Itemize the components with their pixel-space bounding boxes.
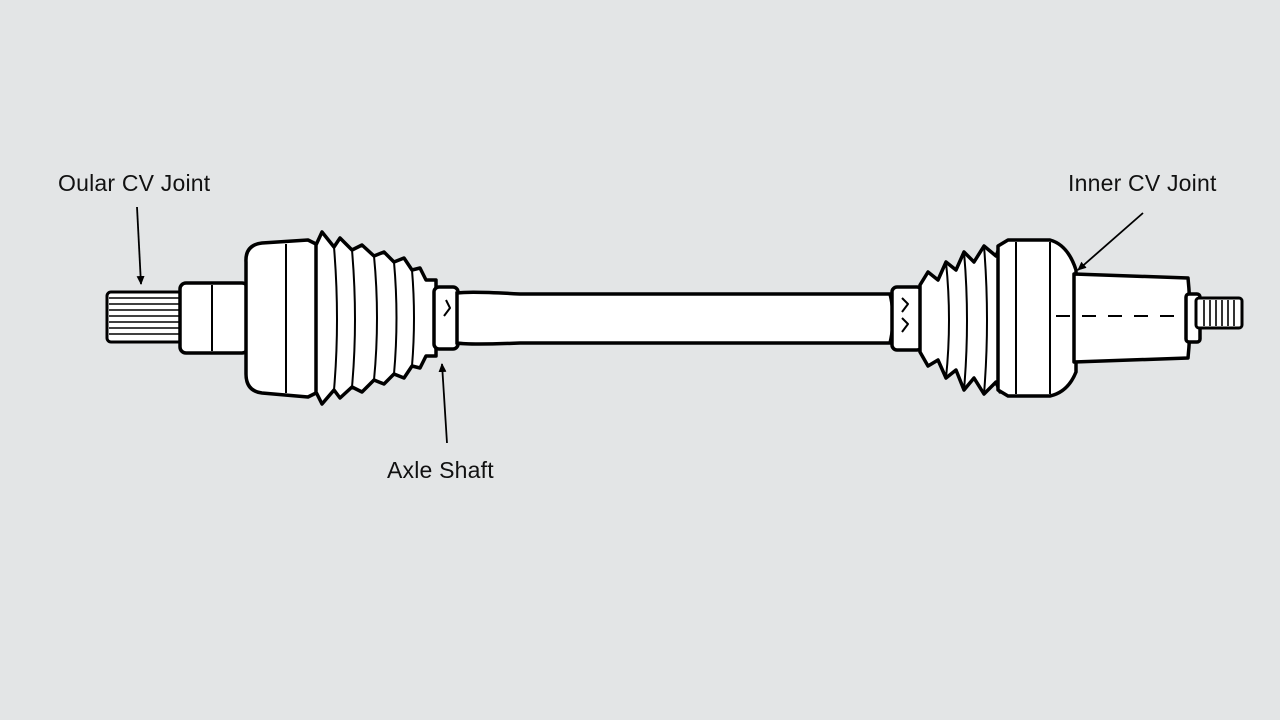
outer-spline-stub <box>105 290 184 344</box>
axle-shaft-leader <box>438 363 448 444</box>
axle-shaft-label: Axle Shaft <box>387 457 494 483</box>
inner-cv-joint-label: Inner CV Joint <box>1068 170 1217 196</box>
inner-cv-joint <box>890 238 1202 398</box>
inner-spline-stub <box>1194 296 1244 330</box>
outer-cv-joint-leader <box>136 206 145 285</box>
outer-cv-joint <box>178 230 460 406</box>
outer-cv-joint-label: Oular CV Joint <box>58 170 211 196</box>
inner-cv-joint-leader <box>1077 212 1144 271</box>
axle-shaft <box>455 290 895 346</box>
